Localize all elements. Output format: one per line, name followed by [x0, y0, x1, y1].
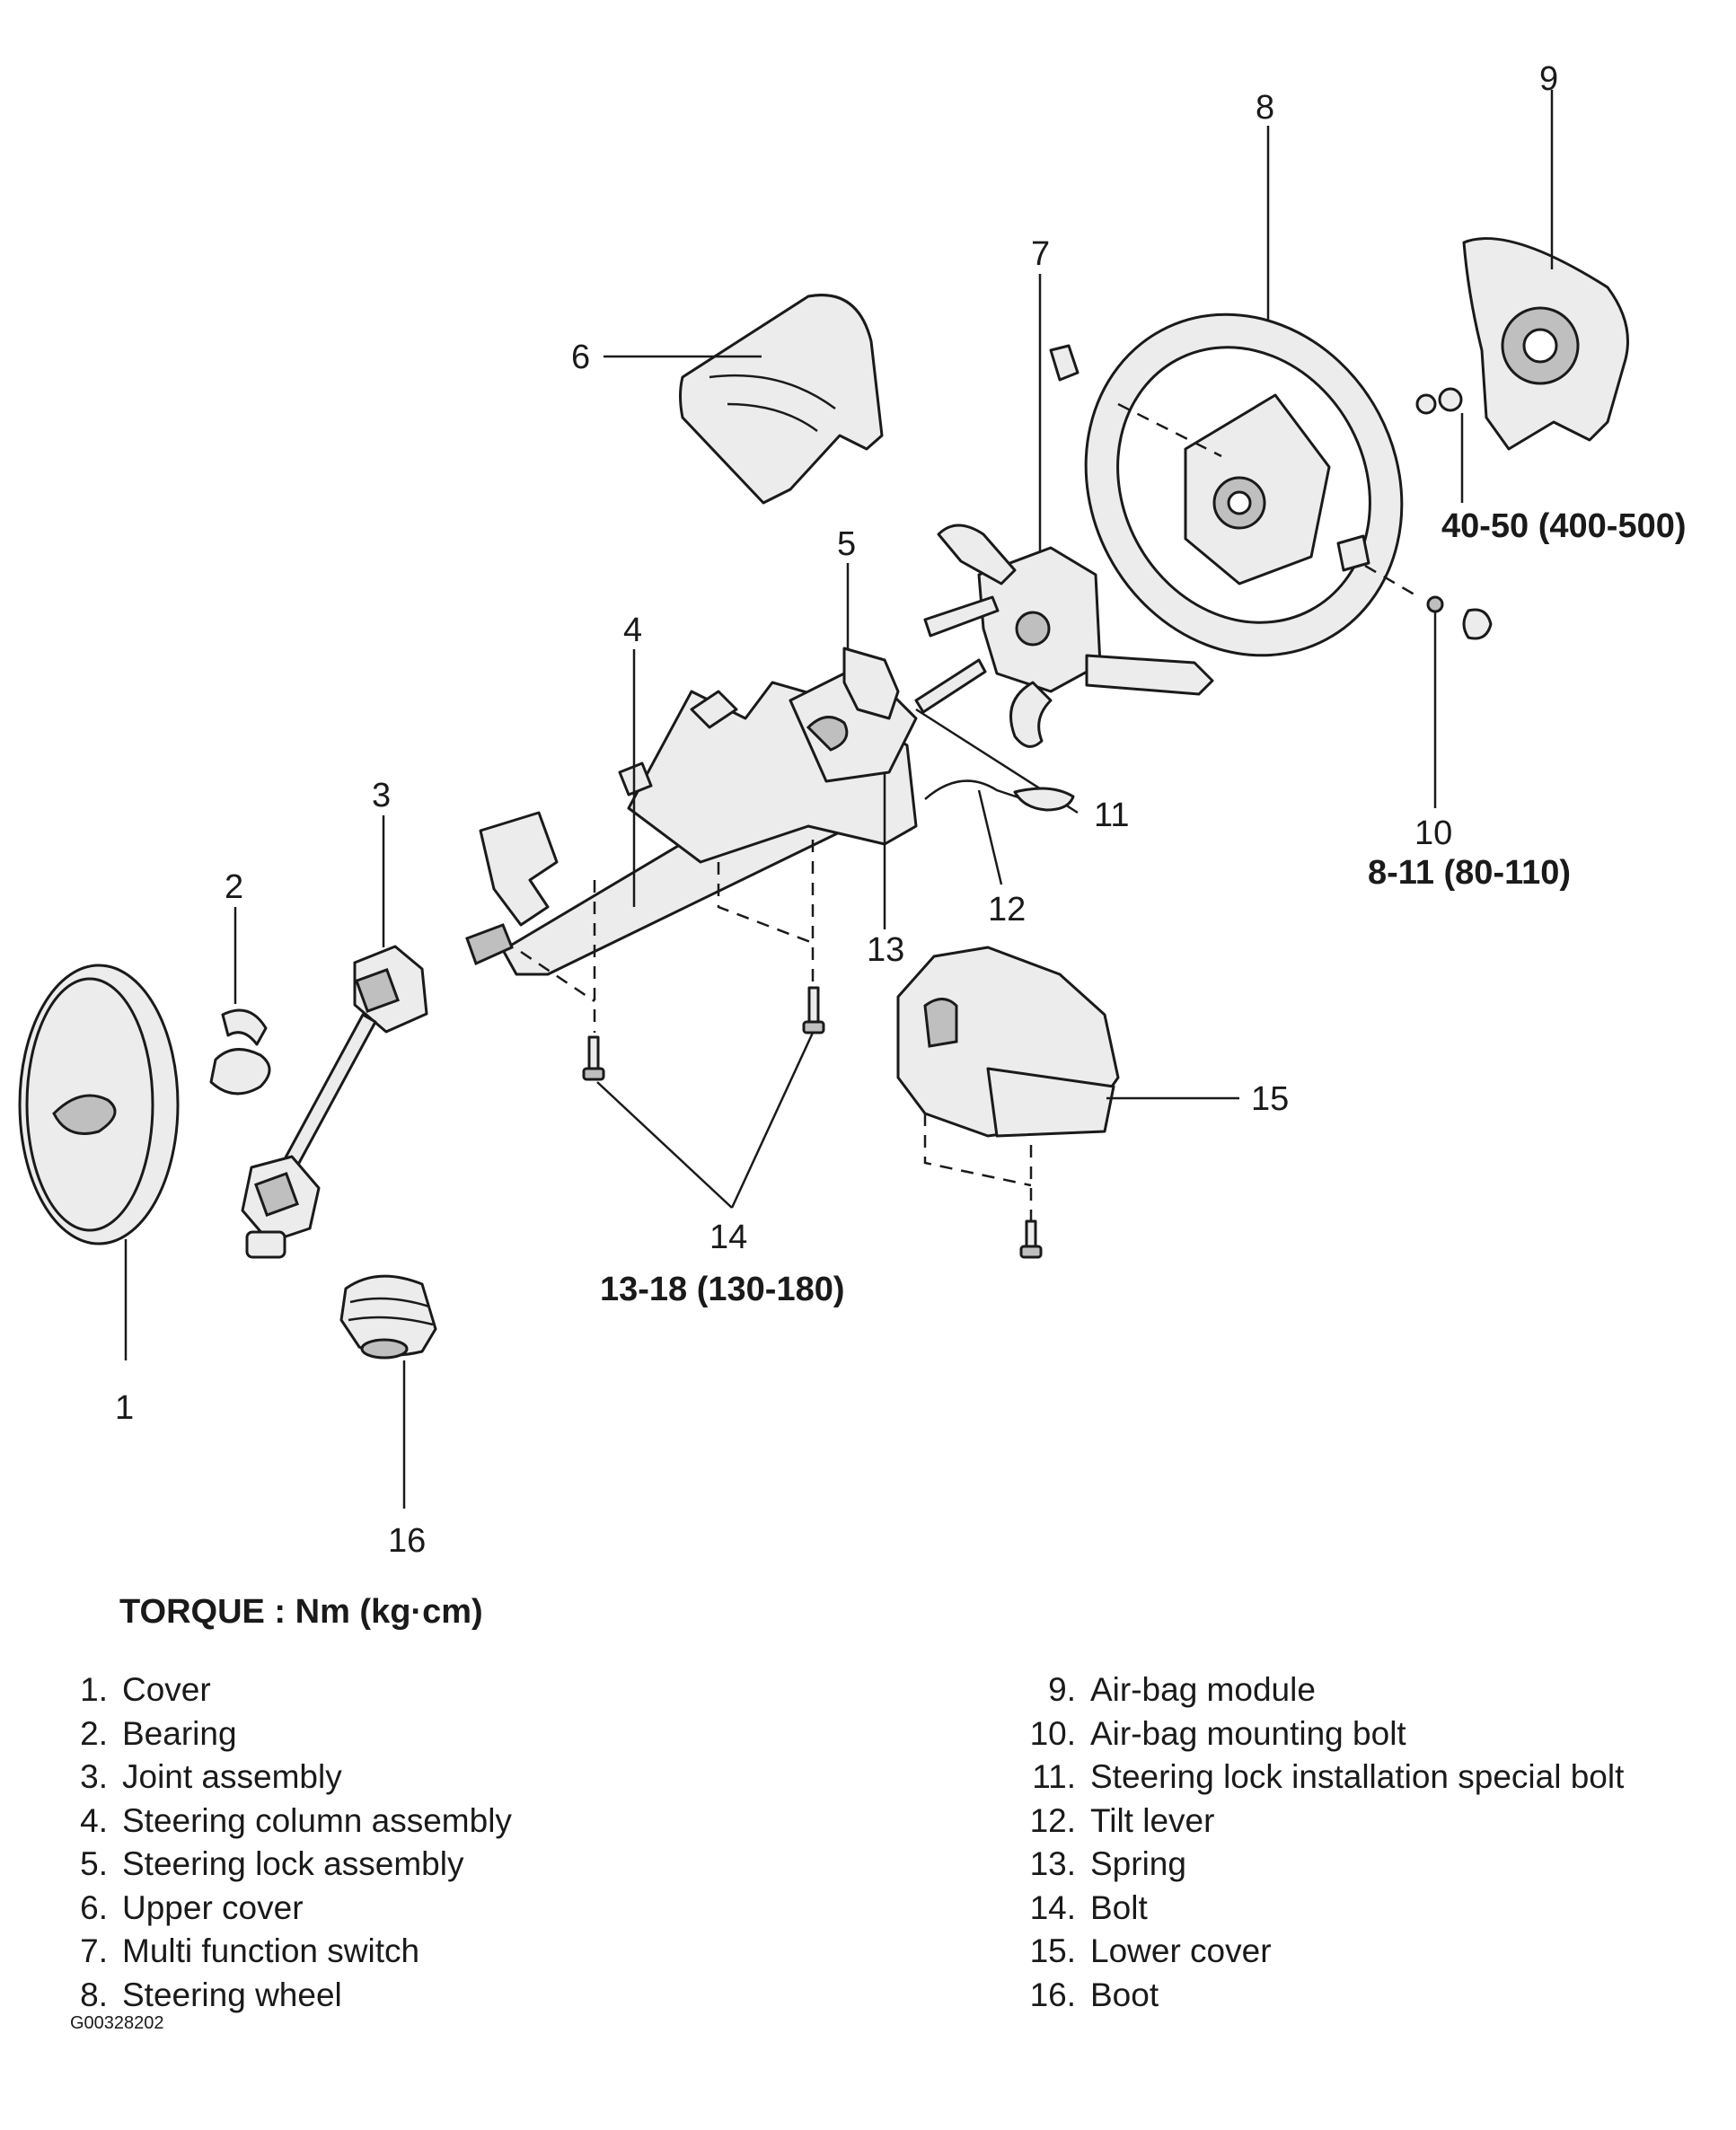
cover-part	[18, 964, 180, 1245]
legend-number: 6.	[80, 1888, 108, 1926]
lower-cover-screw	[1019, 1219, 1043, 1259]
callout-4: 4	[623, 612, 642, 649]
legend-label: Bolt	[1090, 1888, 1148, 1926]
legend-item: 15. Lower cover	[986, 1930, 1624, 1974]
steering-wheel-part	[1084, 312, 1420, 657]
callout-13: 13	[867, 931, 904, 969]
callout-10: 10	[1414, 814, 1452, 852]
lower-cover-part	[896, 946, 1120, 1138]
column-bolts-part	[582, 986, 825, 1081]
legend-label: Multi function switch	[122, 1932, 420, 1969]
legend-number: 15.	[1029, 1932, 1076, 1969]
bearing-part	[209, 1008, 271, 1096]
legend-number: 16.	[1029, 1976, 1076, 2013]
legend-item: 11. Steering lock installation special bo…	[986, 1756, 1624, 1800]
legend-item: 12. Tilt lever	[986, 1800, 1624, 1844]
legend-number: 1.	[80, 1671, 108, 1708]
callout-12: 12	[988, 891, 1026, 929]
tilt-lever-part	[924, 779, 1075, 812]
legend-item: 10. Air-bag mounting bolt	[986, 1712, 1624, 1756]
legend-item: 14. Bolt	[986, 1887, 1624, 1931]
legend-number: 13.	[1029, 1845, 1076, 1882]
boot-part	[339, 1274, 437, 1360]
torque-heading: TORQUE : Nm (kg·cm)	[119, 1593, 483, 1631]
torque-airbag-bolt: 8-11 (80-110)	[1368, 854, 1571, 892]
legend-label: Lower cover	[1090, 1932, 1272, 1969]
legend-item: 13. Spring	[986, 1843, 1624, 1887]
legend-item: 6. Upper cover	[56, 1887, 512, 1931]
callout-2: 2	[225, 868, 243, 906]
legend-label: Air-bag mounting bolt	[1090, 1714, 1406, 1752]
legend-label: Air-bag module	[1090, 1671, 1316, 1708]
callout-16: 16	[388, 1522, 426, 1560]
legend-number: 11.	[1032, 1758, 1076, 1795]
multi-function-switch-part	[923, 344, 1214, 748]
callout-9: 9	[1539, 60, 1558, 98]
callout-7: 7	[1031, 235, 1050, 273]
legend-item: 16. Boot	[986, 1974, 1624, 2018]
legend-item: 3. Joint assembly	[56, 1756, 512, 1800]
legend-label: Cover	[122, 1671, 211, 1708]
upper-cover-part	[679, 294, 884, 505]
figure-code: G00328202	[70, 2013, 164, 2033]
legend-number: 12.	[1029, 1801, 1076, 1839]
callout-3: 3	[372, 777, 391, 814]
legend-label: Upper cover	[122, 1888, 304, 1926]
legend-item: 2. Bearing	[56, 1712, 512, 1756]
legend-label: Bearing	[122, 1714, 237, 1752]
legend-number: 9.	[1048, 1671, 1076, 1708]
legend-number: 4.	[80, 1801, 108, 1839]
legend-number: 5.	[80, 1845, 108, 1882]
legend-number: 7.	[80, 1932, 108, 1969]
callout-11: 11	[1094, 797, 1129, 834]
legend-item: 9. Air-bag module	[986, 1668, 1624, 1712]
legend-number: 10.	[1029, 1714, 1076, 1752]
airbag-module-part	[1415, 237, 1629, 451]
legend-label: Joint assembly	[122, 1758, 342, 1795]
callout-1: 1	[115, 1389, 134, 1427]
legend-item: 7. Multi function switch	[56, 1930, 512, 1974]
callout-5: 5	[837, 525, 856, 563]
legend-label: Tilt lever	[1090, 1801, 1215, 1839]
legend-number: 2.	[80, 1714, 108, 1752]
callout-8: 8	[1256, 89, 1274, 127]
steering-column-part	[465, 658, 987, 976]
legend-item: 5. Steering lock assembly	[56, 1843, 512, 1887]
legend-item: 1. Cover	[56, 1668, 512, 1712]
callout-14: 14	[709, 1219, 747, 1256]
legend-label: Boot	[1090, 1976, 1159, 2013]
legend-item: 4. Steering column assembly	[56, 1800, 512, 1844]
legend-number: 3.	[80, 1758, 108, 1795]
legend-label: Steering wheel	[122, 1976, 342, 2013]
legend-label: Steering lock installation special bolt	[1090, 1758, 1625, 1795]
steering-lock-part	[842, 647, 900, 720]
callout-6: 6	[571, 339, 590, 376]
parts-legend-right: 9. Air-bag module 10. Air-bag mounting bol…	[986, 1668, 1625, 2018]
parts-legend-left: 1. Cover 2. Bearing 3. Joint assembly 4. Ste…	[56, 1668, 512, 2017]
legend-number: 8.	[80, 1976, 108, 2013]
legend-label: Steering lock assembly	[122, 1845, 464, 1882]
torque-column-bolt: 13-18 (130-180)	[600, 1271, 845, 1308]
legend-item: 8. Steering wheel	[56, 1974, 512, 2018]
legend-label: Steering column assembly	[122, 1801, 512, 1839]
legend-number: 14.	[1029, 1888, 1076, 1926]
airbag-bolt-part	[1426, 595, 1493, 640]
legend-label: Spring	[1090, 1845, 1186, 1882]
joint-assembly-part	[241, 945, 428, 1259]
torque-airbag-nut: 40-50 (400-500)	[1441, 507, 1687, 545]
callout-15: 15	[1251, 1080, 1289, 1118]
